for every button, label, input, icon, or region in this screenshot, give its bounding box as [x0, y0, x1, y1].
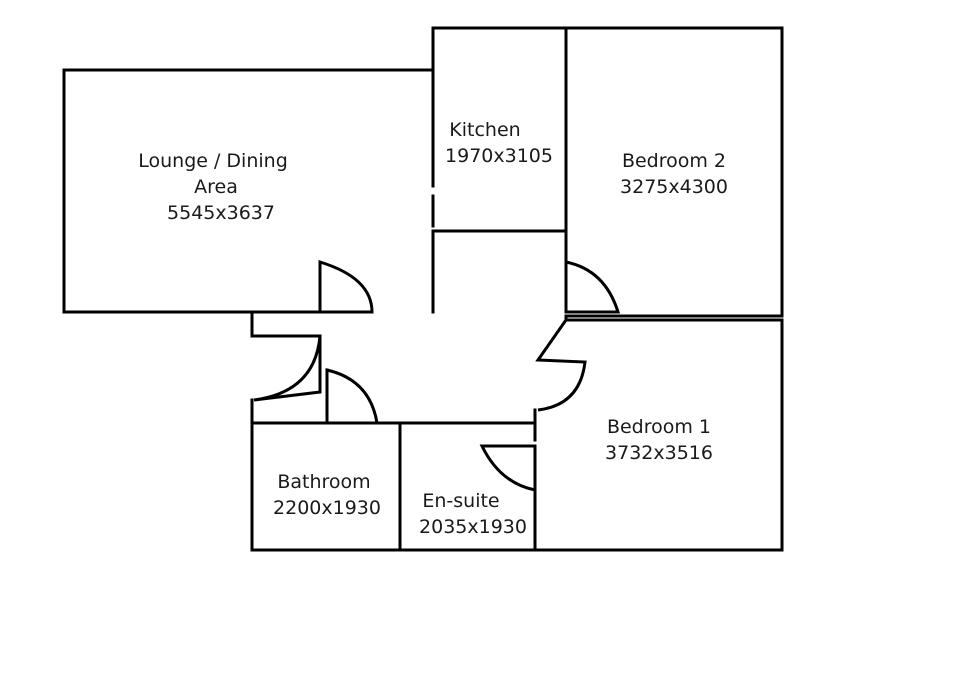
doors	[253, 259, 621, 492]
bedroom1-dimensions: 3732x3516	[605, 442, 713, 464]
walls	[62, 26, 784, 552]
hall-west-wall	[250, 310, 322, 338]
lounge-name-line2: Area	[194, 176, 238, 198]
hall-west-door	[253, 335, 322, 402]
ensuite-name: En-suite	[422, 490, 499, 512]
bedroom2-walls	[564, 26, 784, 318]
bedroom2-door	[564, 260, 621, 314]
bedroom2-dimensions: 3275x4300	[620, 176, 728, 198]
ensuite-dimensions: 2035x1930	[419, 516, 527, 538]
ensuite-walls	[398, 421, 537, 442]
bedroom2-name: Bedroom 2	[622, 150, 726, 172]
lounge-name: Lounge / Dining	[138, 150, 288, 172]
bathroom-door	[325, 368, 379, 425]
lounge-dimensions: 5545x3637	[167, 202, 275, 224]
bedroom1-walls	[533, 318, 784, 552]
lounge-door	[318, 259, 374, 314]
kitchen-south-wall	[431, 229, 568, 314]
room-labels: Lounge / Dining Area 5545x3637 Kitchen 1…	[138, 119, 728, 538]
ensuite-door	[479, 444, 537, 492]
kitchen-name: Kitchen	[449, 119, 520, 141]
kitchen-walls	[431, 26, 568, 264]
kitchen-dimensions: 1970x3105	[445, 145, 553, 167]
bedroom1-door	[535, 319, 587, 412]
bathroom-name: Bathroom	[277, 471, 370, 493]
bathroom-dimensions: 2200x1930	[273, 497, 381, 519]
bedroom1-name: Bedroom 1	[607, 416, 711, 438]
lounge-walls	[62, 68, 435, 314]
